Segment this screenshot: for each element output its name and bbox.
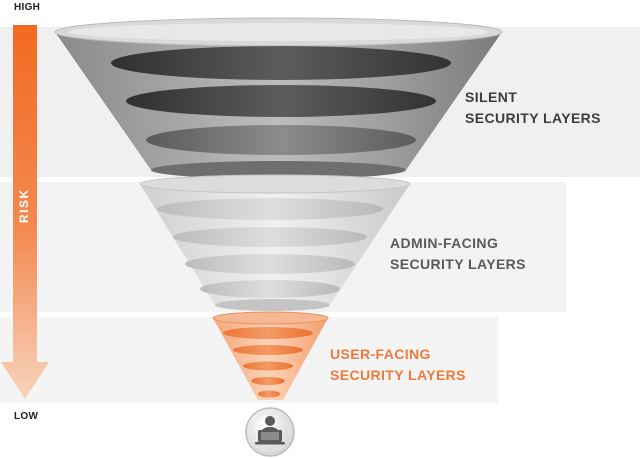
- admin-ring-1: [157, 198, 383, 220]
- user-layers-label-line2: SECURITY LAYERS: [330, 367, 466, 383]
- user-laptop-icon: [245, 407, 295, 457]
- user-layers-label: USER-FACING SECURITY LAYERS: [330, 344, 466, 386]
- admin-ring-2: [173, 227, 367, 247]
- admin-layers-label-line1: ADMIN-FACING: [390, 235, 499, 251]
- admin-ring-4: [200, 280, 340, 298]
- risk-low-label: LOW: [14, 411, 39, 422]
- admin-layers-label-line2: SECURITY LAYERS: [390, 256, 526, 272]
- user-ring-5: [258, 390, 280, 398]
- silent-layers-label-line2: SECURITY LAYERS: [465, 110, 601, 126]
- user-ring-3: [243, 361, 293, 371]
- risk-arrow: [1, 25, 49, 399]
- silent-layers-label-line1: SILENT: [465, 89, 518, 105]
- silent-ring-3: [146, 125, 416, 155]
- silent-funnel: [54, 17, 503, 179]
- user-ring-4: [251, 377, 285, 385]
- user-layers-label-line1: USER-FACING: [330, 346, 431, 362]
- silent-layers-label: SILENT SECURITY LAYERS: [465, 87, 601, 129]
- silent-ring-2: [126, 85, 436, 117]
- admin-layers-label: ADMIN-FACING SECURITY LAYERS: [390, 233, 526, 275]
- admin-ring-3: [185, 254, 355, 274]
- risk-high-label: HIGH: [14, 2, 41, 13]
- user-ring-2: [233, 345, 303, 355]
- silent-ring-1: [111, 46, 451, 80]
- user-funnel: [212, 311, 329, 400]
- risk-axis-label: RISK: [17, 188, 31, 223]
- admin-funnel: [139, 174, 411, 311]
- user-ring-1: [223, 327, 313, 339]
